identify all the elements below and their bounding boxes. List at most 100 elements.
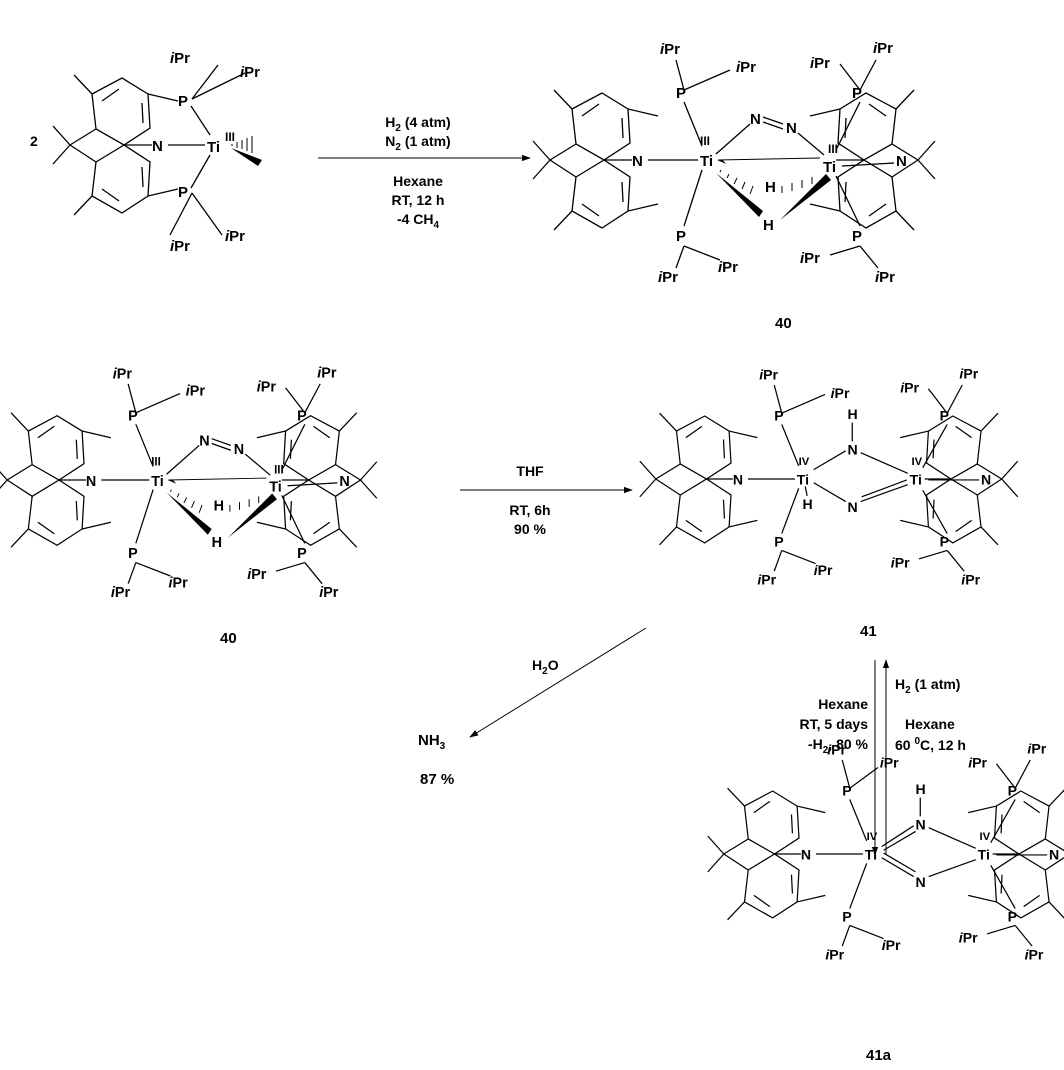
atom-p: P bbox=[852, 85, 862, 102]
svg-text:iPr: iPr bbox=[247, 567, 267, 583]
svg-text:N2 (1 atm): N2 (1 atm) bbox=[385, 133, 450, 153]
svg-text:iPr: iPr bbox=[831, 385, 850, 401]
svg-text:H2 (4 atm): H2 (4 atm) bbox=[385, 114, 450, 134]
svg-text:iPr: iPr bbox=[882, 937, 901, 953]
svg-text:iPr: iPr bbox=[658, 269, 678, 286]
svg-text:P: P bbox=[128, 408, 138, 424]
svg-text:P: P bbox=[297, 546, 307, 562]
ipr-label: iPr bbox=[170, 50, 190, 67]
product-41a-dimer: N N P P P P Ti Ti IV IV H N N iPr iPr iP… bbox=[707, 740, 1064, 962]
atom-n: N bbox=[896, 153, 907, 170]
svg-text:iPr: iPr bbox=[968, 755, 987, 771]
svg-text:Ti: Ti bbox=[978, 847, 990, 863]
svg-text:III: III bbox=[828, 142, 838, 156]
compound-label-40: 40 bbox=[775, 315, 792, 332]
atom-ti: Ti bbox=[823, 159, 836, 176]
svg-text:N: N bbox=[733, 472, 743, 488]
atom-p: P bbox=[676, 85, 686, 102]
svg-text:IV: IV bbox=[867, 831, 878, 843]
svg-text:60 0C, 12 h: 60 0C, 12 h bbox=[895, 736, 966, 753]
svg-text:H: H bbox=[848, 406, 858, 422]
svg-text:iPr: iPr bbox=[880, 755, 899, 771]
svg-text:Ti: Ti bbox=[910, 472, 922, 488]
atom-n: N bbox=[632, 153, 643, 170]
svg-text:iPr: iPr bbox=[757, 571, 776, 587]
svg-text:90 %: 90 % bbox=[514, 521, 546, 537]
svg-text:N: N bbox=[916, 874, 926, 890]
svg-text:N: N bbox=[801, 847, 811, 863]
svg-text:iPr: iPr bbox=[186, 384, 206, 400]
svg-text:iPr: iPr bbox=[827, 741, 846, 757]
oxidation-state: III bbox=[225, 130, 235, 144]
svg-text:iPr: iPr bbox=[891, 554, 910, 570]
svg-text:III: III bbox=[700, 134, 710, 148]
hydrolysis-arrow bbox=[469, 627, 647, 738]
svg-text:iPr: iPr bbox=[810, 55, 830, 72]
svg-text:iPr: iPr bbox=[814, 562, 833, 578]
svg-text:Ti: Ti bbox=[269, 480, 282, 496]
atom-p: P bbox=[178, 184, 188, 201]
svg-text:P: P bbox=[1008, 783, 1017, 799]
svg-text:P: P bbox=[940, 408, 949, 424]
product-40-dimer: N N P P P P Ti Ti III III N N H H bbox=[532, 40, 935, 286]
svg-text:THF: THF bbox=[516, 463, 544, 479]
svg-text:RT, 12 h: RT, 12 h bbox=[392, 192, 445, 208]
svg-text:iPr: iPr bbox=[170, 238, 190, 255]
ammonia-yield: 87 % bbox=[420, 771, 454, 788]
atom-n: N bbox=[750, 111, 761, 128]
svg-text:iPr: iPr bbox=[759, 366, 778, 382]
svg-text:N: N bbox=[234, 442, 244, 458]
svg-text:H: H bbox=[212, 535, 222, 551]
atom-ti: Ti bbox=[700, 153, 713, 170]
svg-text:H: H bbox=[214, 499, 224, 515]
product-41-dimer: N N P P P P Ti Ti IV IV H N N H iPr iPr … bbox=[639, 365, 1018, 587]
svg-text:P: P bbox=[1008, 909, 1017, 925]
ipr-label: iPr bbox=[240, 64, 260, 81]
svg-text:RT, 6h: RT, 6h bbox=[509, 502, 550, 518]
svg-text:N: N bbox=[199, 433, 209, 449]
svg-text:P: P bbox=[297, 408, 307, 424]
atom-n: N bbox=[786, 120, 797, 137]
svg-text:Ti: Ti bbox=[797, 472, 809, 488]
svg-text:IV: IV bbox=[979, 831, 990, 843]
svg-text:iPr: iPr bbox=[718, 259, 738, 276]
svg-text:iPr: iPr bbox=[111, 585, 131, 601]
svg-text:P: P bbox=[842, 909, 851, 925]
compound-label-41: 41 bbox=[860, 623, 877, 640]
svg-text:iPr: iPr bbox=[113, 366, 133, 382]
svg-text:III: III bbox=[151, 457, 161, 469]
svg-text:iPr: iPr bbox=[168, 576, 188, 592]
svg-text:Ti: Ti bbox=[151, 474, 164, 490]
svg-text:iPr: iPr bbox=[170, 50, 190, 67]
svg-text:-4 CH4: -4 CH4 bbox=[397, 211, 440, 231]
svg-text:P: P bbox=[842, 783, 851, 799]
atom-n: N bbox=[152, 138, 163, 155]
atom-p: P bbox=[676, 228, 686, 245]
svg-text:P: P bbox=[774, 408, 783, 424]
svg-text:RT, 5 days: RT, 5 days bbox=[800, 716, 869, 732]
ipr-label: iPr bbox=[225, 228, 245, 245]
compound-label-41a: 41a bbox=[866, 1047, 892, 1064]
atom-h: H bbox=[763, 217, 774, 234]
svg-text:iPr: iPr bbox=[900, 380, 919, 396]
svg-text:Hexane: Hexane bbox=[905, 716, 955, 732]
svg-text:Ti: Ti bbox=[865, 847, 877, 863]
svg-text:iPr: iPr bbox=[1025, 946, 1044, 962]
svg-text:N: N bbox=[848, 442, 858, 458]
svg-text:P: P bbox=[940, 534, 949, 550]
reactant-40-dimer: N N P P P P Ti Ti III III N N H H bbox=[0, 365, 377, 601]
forward-conditions: Hexane RT, 5 days -H2, 80 % bbox=[800, 696, 869, 756]
svg-text:IV: IV bbox=[911, 456, 922, 468]
reaction2-conditions: THF RT, 6h 90 % bbox=[509, 463, 550, 537]
svg-text:-H2, 80 %: -H2, 80 % bbox=[808, 736, 869, 756]
svg-text:Hexane: Hexane bbox=[393, 173, 443, 189]
svg-text:iPr: iPr bbox=[825, 946, 844, 962]
atom-ti: Ti bbox=[207, 139, 220, 156]
svg-text:H: H bbox=[802, 496, 812, 512]
svg-text:iPr: iPr bbox=[875, 269, 895, 286]
svg-text:iPr: iPr bbox=[736, 59, 756, 76]
svg-text:iPr: iPr bbox=[225, 228, 245, 245]
svg-text:iPr: iPr bbox=[959, 365, 978, 381]
reaction1-conditions: H2 (4 atm) N2 (1 atm) Hexane RT, 12 h -4… bbox=[385, 114, 450, 231]
